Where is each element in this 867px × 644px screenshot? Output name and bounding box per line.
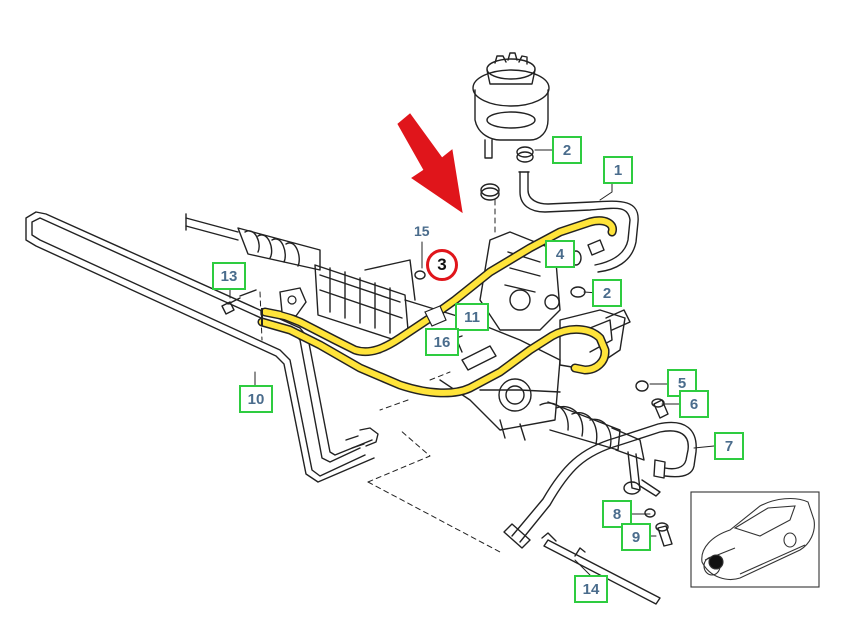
highlighted-pressure-hose (257, 216, 617, 398)
fittings (221, 239, 605, 371)
callout-2-side[interactable]: 2 (592, 279, 622, 307)
callout-7[interactable]: 7 (714, 432, 744, 460)
reservoir (472, 52, 550, 159)
supply-hose (518, 171, 639, 273)
label-15[interactable]: 15 (414, 223, 430, 239)
rings (480, 146, 656, 518)
red-arrow-icon (397, 113, 463, 214)
callout-6[interactable]: 6 (679, 390, 709, 418)
callout-9[interactable]: 9 (621, 523, 651, 551)
car-location-icon (690, 491, 820, 588)
return-line-loop (25, 211, 379, 483)
strap-14 (541, 532, 661, 605)
return-hose-7 (503, 421, 697, 549)
callout-leaders (229, 149, 715, 576)
callout-10[interactable]: 10 (239, 385, 273, 413)
callout-2-top[interactable]: 2 (552, 136, 582, 164)
callout-4[interactable]: 4 (545, 240, 575, 268)
callout-14[interactable]: 14 (574, 575, 608, 603)
callout-1[interactable]: 1 (603, 156, 633, 184)
leader-lines (259, 199, 501, 553)
callout-13[interactable]: 13 (212, 262, 246, 290)
highlight-label-3[interactable]: 3 (426, 249, 458, 281)
callout-11[interactable]: 11 (455, 303, 489, 331)
callout-16[interactable]: 16 (425, 328, 459, 356)
valve-body (479, 231, 631, 371)
bracket (623, 398, 673, 547)
